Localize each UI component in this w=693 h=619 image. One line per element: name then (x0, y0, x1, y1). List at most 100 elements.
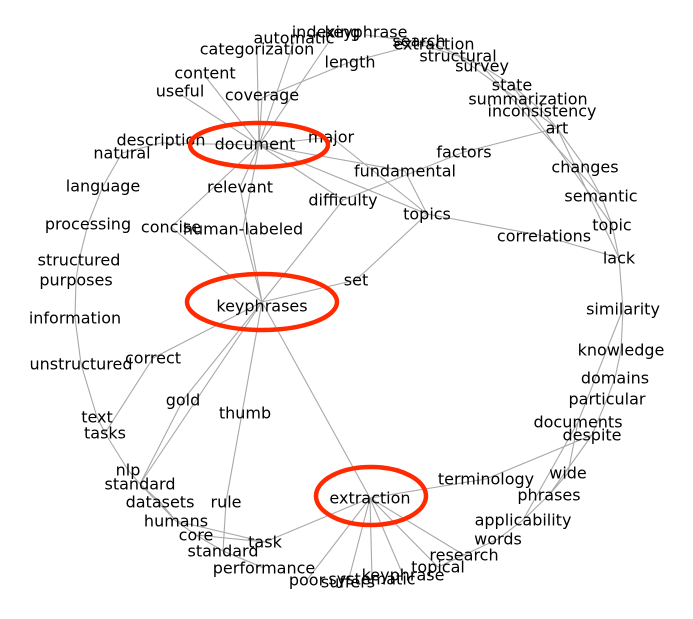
graph-edge (497, 519, 524, 540)
node-language: language (66, 177, 141, 196)
node-automatic: automatic (254, 29, 335, 48)
node-keyphrase-bottom: keyphrase (362, 566, 445, 585)
node-task: task (248, 533, 282, 552)
graph-edge (175, 520, 197, 536)
graph-edge (618, 257, 624, 310)
node-correct: correct (125, 349, 181, 368)
node-correlations: correlations (497, 227, 591, 246)
node-semantic: semantic (564, 187, 637, 206)
graph-edge (175, 520, 266, 543)
node-keyphrases: keyphrases (216, 297, 307, 316)
graph-edge (481, 65, 602, 197)
graph-edge (404, 170, 428, 215)
graph-edge (195, 534, 224, 552)
node-extraction: extraction (329, 489, 410, 508)
graph-edge (152, 301, 263, 359)
graph-edge (170, 144, 260, 228)
graph-edge (204, 75, 260, 146)
graph-edge (355, 213, 428, 281)
graph-edge (437, 554, 465, 568)
graph-edge (127, 469, 141, 485)
graph-edge (182, 301, 263, 401)
graph-edge (426, 213, 545, 237)
node-purposes: purposes (39, 271, 112, 290)
graph-edge (222, 550, 265, 569)
node-concise: concise (141, 218, 201, 237)
node-information: information (29, 309, 121, 328)
graph-edge (195, 534, 266, 543)
graph-edge (606, 377, 616, 400)
graph-edge (556, 127, 620, 259)
node-human-labeled: human-labeled (183, 220, 303, 239)
graph-edge (330, 136, 428, 215)
node-art: art (546, 119, 569, 138)
node-systematic: systematic (328, 570, 415, 589)
graph-edge (242, 228, 263, 303)
node-indexing: indexing (292, 23, 361, 42)
graph-edge (522, 494, 550, 521)
graph-edge (543, 235, 620, 259)
node-relevant: relevant (207, 178, 273, 197)
graph-edge (511, 84, 529, 100)
node-search: search (392, 32, 445, 51)
graph-edge (261, 61, 351, 99)
graph-edge (160, 142, 260, 146)
graph-edge (74, 279, 77, 319)
graph-edge (239, 186, 263, 303)
graph-edge (75, 259, 80, 281)
graph-edge (96, 416, 106, 434)
graph-edge (170, 226, 263, 303)
node-keyphrase: keyphrase (325, 23, 408, 42)
graph-edge (102, 152, 123, 187)
graph-edge (614, 349, 622, 379)
node-coverage: coverage (225, 86, 299, 105)
graph-edge (369, 497, 404, 576)
graph-edge (567, 421, 579, 474)
node-domains: domains (581, 369, 649, 388)
graph-edge (369, 497, 465, 556)
graph-edge (522, 421, 579, 521)
node-suffers: suffers (321, 573, 375, 592)
node-particular: particular (568, 390, 645, 409)
node-changes: changes (551, 158, 618, 177)
node-datasets: datasets (126, 493, 195, 512)
graph-edge (369, 497, 373, 580)
node-length: length (325, 53, 376, 72)
graph-edge (369, 478, 487, 499)
graph-edge (365, 34, 435, 45)
node-lack: lack (603, 249, 636, 268)
graph-edge (347, 497, 371, 583)
graph-edge (261, 279, 357, 303)
node-standard-lower: standard (188, 542, 259, 561)
graph-edge (511, 84, 613, 226)
node-state: state (492, 76, 533, 95)
highlight-document (187, 120, 331, 170)
graph-edge (139, 399, 184, 485)
graph-edge (342, 151, 465, 201)
node-unstructured: unstructured (29, 355, 132, 374)
node-similarity: similarity (586, 300, 660, 319)
graph-edge (87, 185, 104, 225)
node-natural: natural (93, 144, 150, 163)
node-description: description (117, 131, 206, 150)
node-label-layer: indexing keyphrase automatic search extr… (29, 23, 665, 592)
graph-edge (80, 363, 98, 418)
node-difficulty: difficulty (308, 191, 377, 210)
node-inconsistency: inconsistency (488, 102, 597, 121)
node-document: document (215, 135, 296, 154)
highlight-keyphrases (184, 271, 340, 333)
graph-edge (369, 497, 439, 568)
graph-edge (548, 434, 593, 496)
graph-edge (306, 497, 371, 581)
node-despite: despite (562, 426, 621, 445)
graph-edge (258, 41, 295, 146)
node-applicability: applicability (475, 511, 572, 530)
graph-edge (258, 144, 428, 215)
node-nlp: nlp (116, 461, 141, 480)
highlight-layer (184, 120, 429, 528)
node-set: set (344, 271, 368, 290)
node-humans: humans (144, 512, 208, 531)
graph-edge (264, 497, 371, 543)
node-topic: topic (592, 216, 631, 235)
